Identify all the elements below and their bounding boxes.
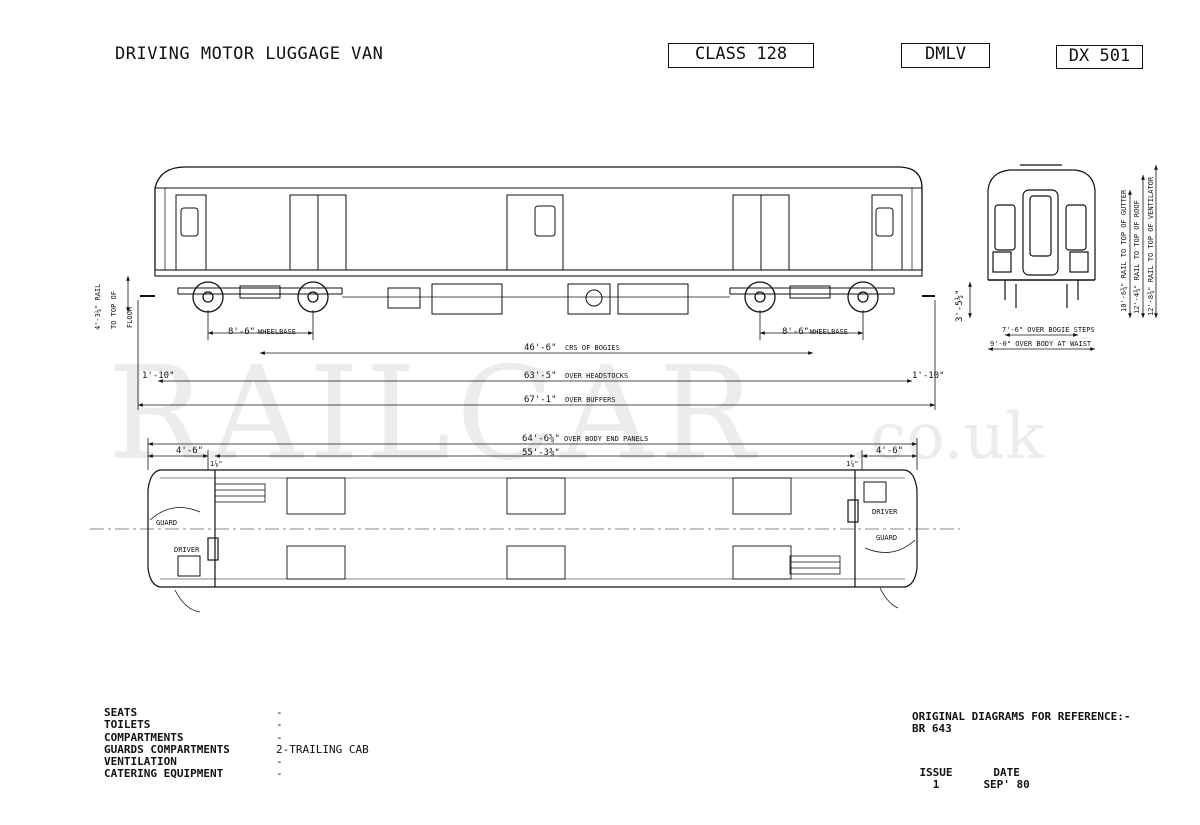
- bogie-right: [729, 281, 895, 313]
- side-elevation: [140, 166, 935, 315]
- issue-column: ISSUE 1: [912, 767, 960, 791]
- end-elevation: [987, 164, 1096, 308]
- spec-row: GUARDS COMPARTMENTS 2-TRAILING CAB: [104, 742, 369, 756]
- floor-height-line2: TO TOP OF: [110, 291, 118, 329]
- small-right-dim: 1⅞": [846, 460, 859, 468]
- spec-value: -: [276, 755, 283, 769]
- end-right-dim: 4'-6": [876, 446, 903, 456]
- spec-value: -: [276, 706, 283, 719]
- bogie-left: [177, 281, 343, 313]
- watermark-main: RAILCAR: [108, 340, 761, 489]
- plan-outline: [147, 469, 918, 588]
- bogie-steps-dim: 7'-6" OVER BOGIE STEPS: [1002, 326, 1095, 334]
- ventilator-height: 12'-8¾" RAIL TO TOP OF VENTILATOR: [1147, 176, 1155, 316]
- small-left-dim: 1⅞": [210, 460, 223, 468]
- date-value: SEP' 80: [983, 778, 1030, 791]
- guard-label-left: GUARD: [156, 519, 177, 527]
- overhang-left: 1'-10": [142, 371, 175, 381]
- over-headstocks-label: OVER HEADSTOCKS: [565, 372, 628, 380]
- wheelbase-left-label: WHEELBASE: [258, 328, 296, 336]
- underframe-equipment: [342, 283, 730, 315]
- floor-height-line1: 4'-3¼" RAIL: [94, 284, 102, 330]
- issue-block: ISSUE 1 DATE SEP' 80: [912, 767, 1039, 791]
- crs-bogies-label: CRS OF BOGIES: [565, 344, 620, 352]
- wheelbase-right-label: WHEELBASE: [810, 328, 848, 336]
- diagram-number-box: DX 501: [1056, 45, 1143, 69]
- end-outline: [987, 169, 1096, 280]
- over-buffers-value: 67'-1": [524, 395, 557, 405]
- specs-table: SEATS - TOILETS - COMPARTMENTS - GUARDS COM…: [104, 706, 369, 781]
- over-buffers-label: OVER BUFFERS: [565, 396, 616, 404]
- over-headstocks-value: 63'-5": [524, 371, 557, 381]
- diagram-title: DRIVING MOTOR LUGGAGE VAN: [115, 44, 384, 64]
- buffer-height: 3'-5½": [954, 289, 965, 322]
- side-dimensions: 8'-6" WHEELBASE 8'-6" WHEELBASE 46'-6" C…: [94, 276, 945, 410]
- spec-key: GUARDS COMPARTMENTS: [104, 742, 230, 756]
- spec-row: TOILETS -: [104, 718, 369, 732]
- spec-row: COMPARTMENTS -: [104, 730, 369, 744]
- issue-label: ISSUE: [919, 766, 953, 779]
- side-doors: [175, 194, 903, 271]
- guard-label-right: GUARD: [876, 534, 897, 542]
- driver-label-right: DRIVER: [872, 508, 898, 516]
- spec-row: VENTILATION -: [104, 755, 369, 769]
- spec-value: -: [276, 767, 283, 781]
- spec-key: TOILETS: [104, 718, 151, 732]
- reference-line2: BR 643: [912, 722, 952, 735]
- wheelbase-left-value: 8'-6": [228, 327, 255, 337]
- driver-label-left: DRIVER: [174, 546, 200, 554]
- plan-grilles: [214, 483, 841, 575]
- spec-value: 2-TRAILING CAB: [276, 742, 369, 756]
- wheelbase-right-value: 8'-6": [782, 327, 809, 337]
- spec-key: CATERING EQUIPMENT: [104, 767, 224, 781]
- overhang-right: 1'-10": [912, 371, 945, 381]
- inner-length-value: 55'-3⅜": [522, 448, 560, 458]
- watermark: RAILCAR .co.uk: [108, 340, 1045, 489]
- spec-value: -: [276, 730, 283, 744]
- plan-view: [90, 469, 960, 613]
- spec-row: CATERING EQUIPMENT -: [104, 767, 369, 781]
- reference-line1: ORIGINAL DIAGRAMS FOR REFERENCE:-: [912, 710, 1131, 723]
- spec-row: SEATS -: [104, 706, 369, 719]
- over-end-panels-value: 64'-6⅝": [522, 434, 560, 444]
- end-dimensions: 3'-5½" 7'-6" OVER BOGIE STEPS 9'-0" OVER…: [954, 165, 1158, 351]
- plan-dimensions: 64'-6⅝" OVER BODY END PANELS 55'-3⅜" 4'-…: [147, 434, 918, 554]
- roof-height: 12'-4¾" RAIL TO TOP OF ROOF: [1133, 200, 1141, 314]
- spec-value: -: [276, 718, 283, 732]
- roof-outline: [154, 166, 923, 189]
- spec-key: VENTILATION: [104, 755, 177, 769]
- reference-block: ORIGINAL DIAGRAMS FOR REFERENCE:- BR 643: [912, 711, 1131, 735]
- class-label-box: CLASS 128: [668, 43, 814, 68]
- type-code-box: DMLV: [901, 43, 990, 68]
- spec-key: COMPARTMENTS: [104, 730, 184, 744]
- floor-height-line3: FLOOR: [126, 306, 134, 328]
- date-column: DATE SEP' 80: [975, 767, 1039, 791]
- gutter-height: 10'-6¾" RAIL TO TOP OF GUTTER: [1120, 189, 1128, 312]
- over-end-panels-label: OVER BODY END PANELS: [564, 435, 648, 443]
- issue-value: 1: [932, 778, 940, 791]
- end-left-dim: 4'-6": [176, 446, 203, 456]
- plan-doors: [286, 477, 792, 580]
- spec-key: SEATS: [104, 706, 138, 719]
- body-waist-dim: 9'-0" OVER BODY AT WAIST: [990, 340, 1092, 348]
- crs-bogies-value: 46'-6": [524, 343, 557, 353]
- watermark-suffix: .co.uk: [850, 400, 1045, 474]
- date-label: DATE: [993, 766, 1020, 779]
